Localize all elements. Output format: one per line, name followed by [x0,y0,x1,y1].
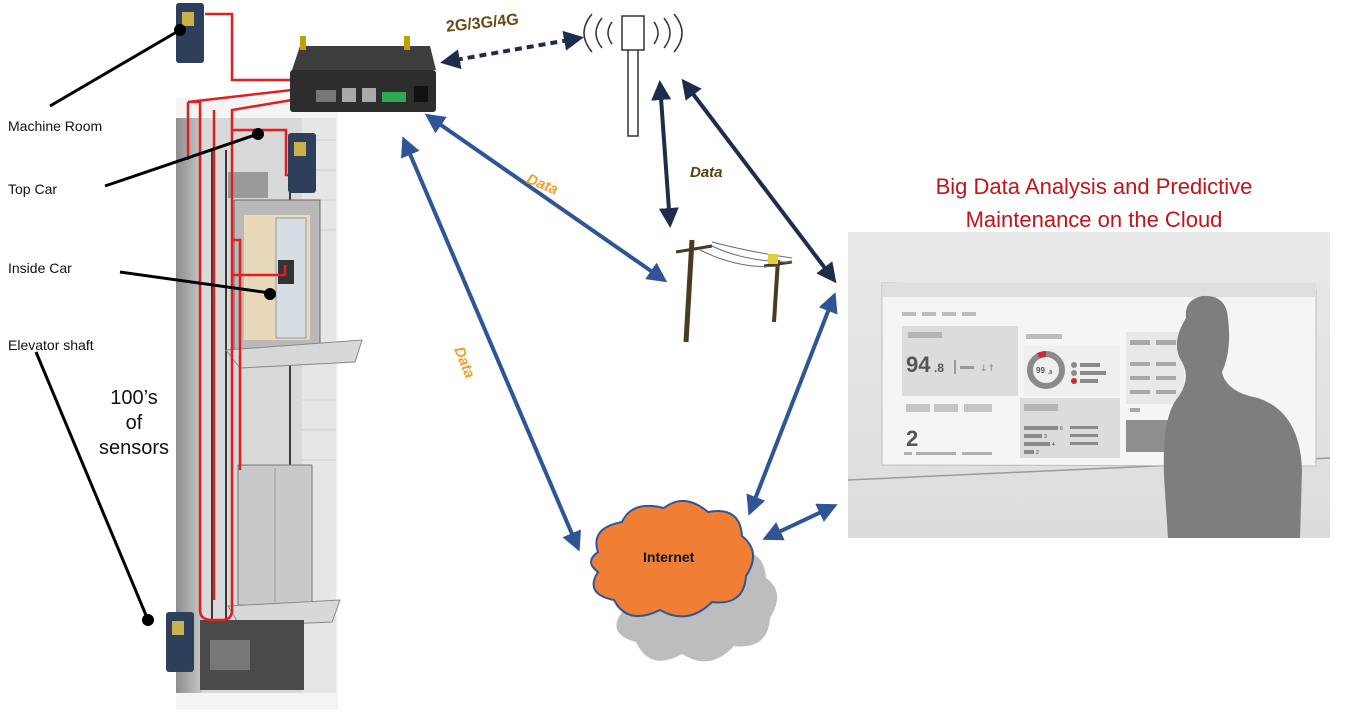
sensors-line-3: sensors [98,437,170,459]
side-small-dash [1130,408,1140,412]
label-data-tower: Data [690,164,723,181]
arrow-router-to-power-line [424,113,668,283]
wire-shaft-loop [186,98,293,622]
sensor-chip [172,621,184,635]
bars-card-bars [1024,426,1058,454]
side-card-rows [1130,340,1176,394]
wire-machine-room [205,12,292,82]
shaft-left-wall [176,118,202,693]
iot-gateway-router [290,36,436,112]
donut-value: 99 [1036,366,1045,375]
leader-dots [142,24,276,626]
sensor-elevator-shaft [166,612,194,672]
router-power-jack [414,86,428,102]
car-top-machinery [228,172,268,198]
internet-cloud-icon [590,500,778,662]
arrow-tower-to-cloud-dashboard [681,78,837,284]
arrow-internet-to-dashboard-lower [762,503,838,541]
arrow-router-to-internet [401,136,581,552]
bar-label-2: 3 [1044,434,1047,440]
donut-card-title [1026,334,1062,339]
sensor-chip [182,12,194,26]
dot-elevator-shaft [142,614,154,626]
kpi-main-value: 94 [906,352,931,377]
sensor-machine-room [176,3,204,63]
dot-machine-room [174,24,186,36]
arrow-tower-to-poles [651,80,679,228]
dot-inside-car [264,288,276,300]
title-line-1: Big Data Analysis and Predictive [935,174,1253,199]
header-dashes [902,312,976,316]
transformer [768,254,778,264]
count-card-lines [904,452,992,455]
sensors-line-2: of [125,412,143,434]
sensor-chip [294,142,306,156]
pit-motor [210,640,250,670]
label-inside-car: Inside Car [8,260,72,276]
leader-lines [34,28,271,621]
label-sensors-count: 100’s of sensors [74,386,194,461]
count-value: 2 [906,426,918,451]
bars-card-side-lines [1070,426,1098,445]
dashboard-header-bar [882,283,1316,297]
sensor-top-car [288,133,316,193]
router-eth-port-2 [362,88,376,102]
bar-label-1: 6 [1060,426,1063,432]
bars-card-title [1024,404,1058,411]
count-card-headers [906,404,992,412]
wire-car-traveling [232,238,242,470]
cloud-dashboard-scene: 94 .8 ↓↑ 99 .8 2 6 3 4 2 [847,232,1331,538]
leader-elevator-shaft [34,351,150,621]
router-antenna-port-2 [404,36,410,50]
power-line-icon [675,239,793,343]
label-top-car: Top Car [8,181,58,197]
person-silhouette [1163,295,1302,538]
label-machine-room: Machine Room [8,118,103,134]
cloud-shape [590,500,754,618]
bar-label-3: 4 [1052,442,1055,448]
arrow-dashboard-to-internet [746,292,838,516]
cell-tower-icon [583,13,683,137]
dot-top-car [252,128,264,140]
wire-inside-car [232,265,287,277]
router-eth-port-1 [342,88,356,102]
car-floor-slab [225,339,363,369]
donut-arc [1027,351,1065,389]
leader-machine-room [49,28,181,108]
kpi-card-title [908,332,942,338]
router-terminal-block [382,92,406,102]
router-antenna-port-1 [300,36,306,50]
label-elevator-shaft: Elevator shaft [8,337,94,353]
router-serial-port [316,90,336,102]
kpi-separator [954,360,956,374]
kpi-decimal: .8 [934,361,944,375]
kpi-trend-icon: ↓↑ [980,364,995,374]
wire-top-1 [187,88,293,104]
leader-inside-car [119,270,271,295]
pole-2 [772,259,780,323]
router-top [292,46,436,70]
kpi-trend-line [960,366,974,369]
pit-slab [227,599,341,627]
label-internet: Internet [643,549,695,565]
bar-label-4: 2 [1036,450,1039,456]
bar-value-labels: 6 3 4 2 [1036,426,1063,456]
signal-waves [583,13,683,53]
tower-antenna [621,15,645,51]
donut-legend [1071,362,1106,384]
sensors-line-1: 100’s [110,387,158,409]
title-line-2: Maintenance on the Cloud [965,207,1223,232]
arrow-router-to-tower [440,30,584,70]
donut-decimal: .8 [1048,370,1052,376]
leader-top-car [104,132,259,188]
connection-arrows [401,30,838,552]
cloud-analytics-title: Big Data Analysis and Predictive Mainten… [884,170,1304,236]
pole-1 [683,239,695,343]
